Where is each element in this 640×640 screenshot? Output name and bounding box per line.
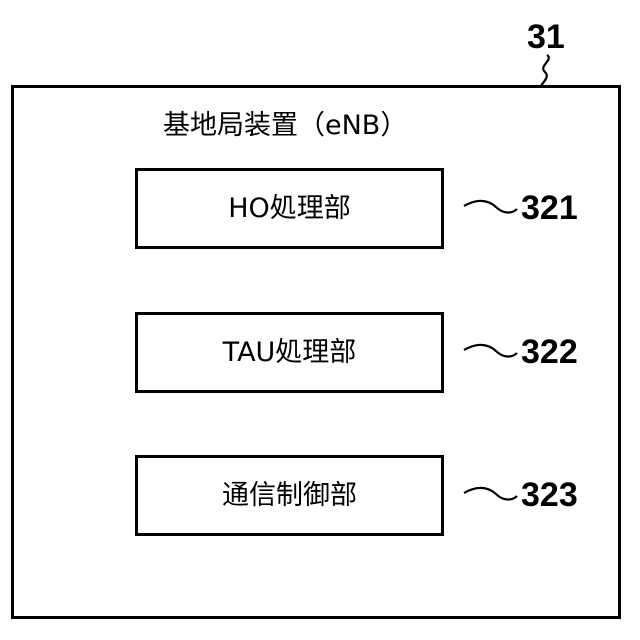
ho-processing-unit-box: HO処理部 (135, 168, 444, 249)
communication-control-unit-reference-number: 323 (521, 478, 578, 512)
ho-processing-unit-label: HO処理部 (228, 195, 351, 222)
outer-reference-number: 31 (527, 20, 565, 54)
ho-processing-unit-reference-number: 321 (521, 191, 578, 225)
outer-leader-line (541, 55, 549, 86)
communication-control-unit-label: 通信制御部 (222, 482, 357, 509)
tau-processing-unit-reference-number: 322 (521, 335, 578, 369)
base-station-title: 基地局装置（eNB） (163, 112, 407, 139)
communication-control-unit-box: 通信制御部 (135, 455, 444, 536)
tau-processing-unit-box: TAU処理部 (135, 312, 444, 393)
tau-processing-unit-label: TAU処理部 (223, 339, 357, 366)
